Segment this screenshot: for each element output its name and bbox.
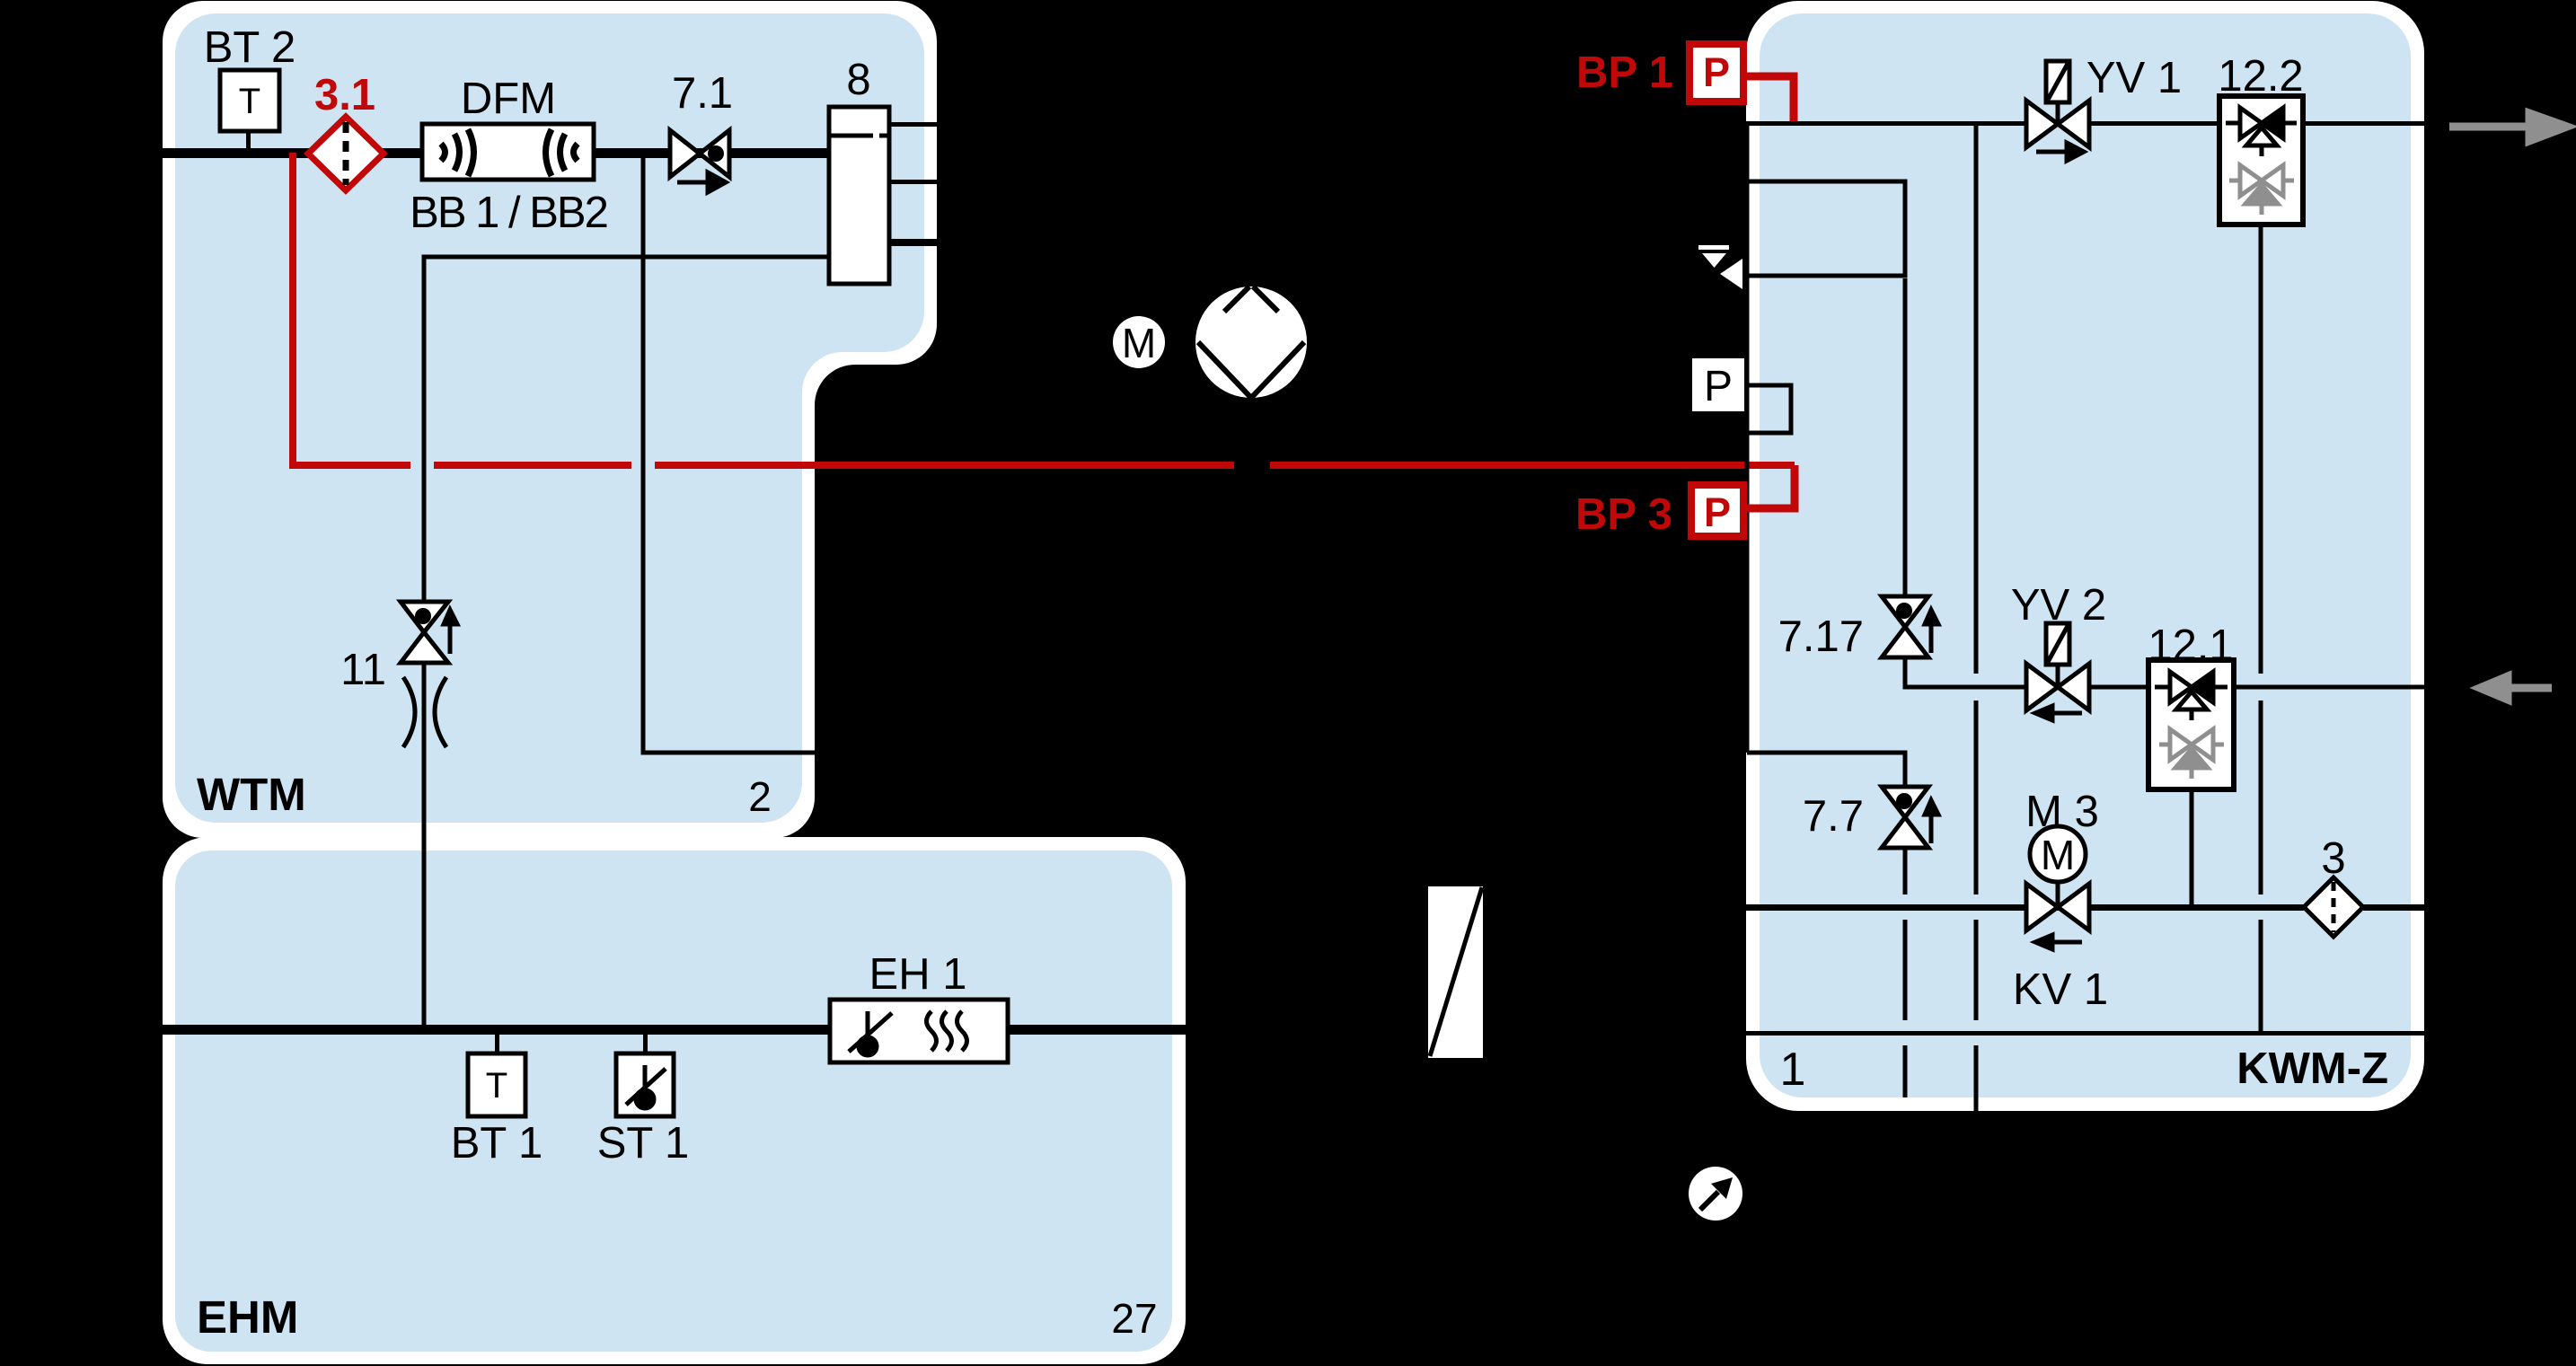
svg-text:11: 11 <box>340 646 386 694</box>
svg-text:P: P <box>1704 363 1733 410</box>
svg-text:27: 27 <box>1111 1295 1157 1342</box>
svg-text:YV 1: YV 1 <box>2086 54 2182 102</box>
svg-text:7.17: 7.17 <box>1778 612 1864 661</box>
svg-text:BT 2: BT 2 <box>204 23 296 72</box>
svg-text:ST 1: ST 1 <box>597 1119 690 1168</box>
svg-text:KWM-Z: KWM-Z <box>2236 1044 2388 1093</box>
svg-text:7.1: 7.1 <box>672 69 733 118</box>
svg-text:12.1: 12.1 <box>2148 621 2233 670</box>
svg-text:1: 1 <box>1780 1044 1806 1096</box>
svg-text:8: 8 <box>846 56 870 104</box>
svg-text:BP 1: BP 1 <box>1576 48 1673 97</box>
svg-text:M 3: M 3 <box>2025 788 2099 836</box>
svg-text:BT 1: BT 1 <box>451 1119 543 1168</box>
svg-text:BB 1 / BB2: BB 1 / BB2 <box>410 189 607 237</box>
svg-text:12.2: 12.2 <box>2218 52 2303 101</box>
svg-text:M: M <box>1122 320 1156 366</box>
svg-text:T: T <box>486 1066 507 1106</box>
svg-text:KV 1: KV 1 <box>2013 965 2108 1014</box>
svg-text:EH 1: EH 1 <box>869 950 967 999</box>
svg-text:P: P <box>1704 489 1731 535</box>
svg-text:WTM: WTM <box>197 769 306 820</box>
svg-text:2: 2 <box>748 773 772 820</box>
svg-text:7.7: 7.7 <box>1803 792 1864 841</box>
svg-text:YV 2: YV 2 <box>2011 581 2106 630</box>
svg-text:3.1: 3.1 <box>314 71 375 119</box>
svg-text:T: T <box>239 82 260 121</box>
svg-text:3: 3 <box>2321 834 2345 883</box>
svg-text:DFM: DFM <box>461 75 556 123</box>
svg-text:M: M <box>2041 832 2075 878</box>
svg-text:BP 3: BP 3 <box>1575 490 1672 539</box>
svg-text:EHM: EHM <box>197 1291 298 1343</box>
svg-text:P: P <box>1703 49 1730 95</box>
